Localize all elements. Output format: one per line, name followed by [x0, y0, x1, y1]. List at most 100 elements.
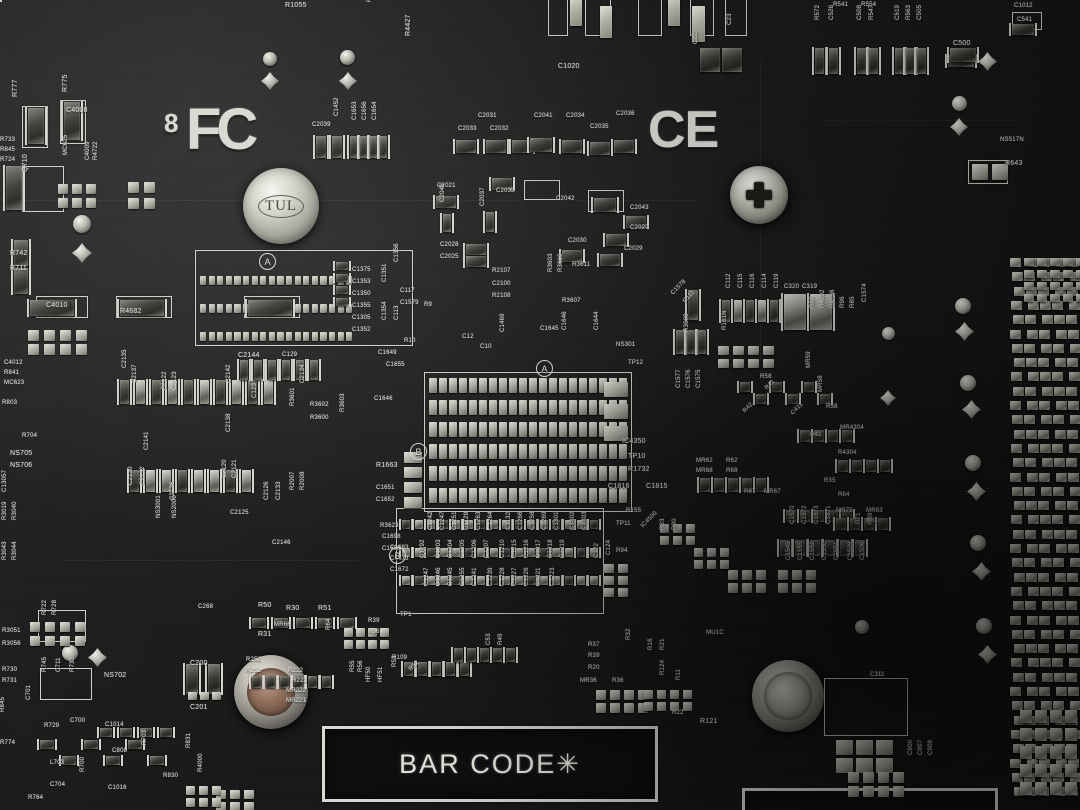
silkscreen-tick — [37, 739, 39, 750]
connector-contact — [1024, 270, 1034, 278]
connector-outline — [548, 0, 568, 36]
chip-component — [866, 460, 876, 472]
connector-pad — [225, 304, 232, 313]
silkscreen-designator: R20 — [588, 665, 600, 671]
through-hole-pad — [618, 588, 628, 597]
connector-contact — [1068, 472, 1079, 482]
silkscreen-designator: C1655 — [386, 362, 405, 368]
chip-component — [252, 618, 266, 628]
through-hole-pad — [848, 786, 859, 797]
connector-contact — [1068, 544, 1079, 553]
silkscreen-tick — [617, 197, 619, 213]
chip-component — [460, 662, 469, 676]
connector-contact — [1068, 401, 1079, 410]
connector-contact — [1041, 486, 1052, 496]
through-hole-pad — [742, 583, 752, 593]
silkscreen-designator: C808 — [112, 748, 128, 754]
silkscreen-designator: C1266 — [518, 511, 524, 530]
through-hole-pad — [792, 570, 802, 580]
silkscreen-designator: C1239 — [488, 567, 494, 586]
silkscreen-designator: NS2000 — [172, 495, 178, 518]
ic-pad — [509, 422, 517, 437]
through-hole-pad — [707, 548, 716, 557]
silkscreen-designator: C1651 — [376, 485, 395, 491]
chip-component — [268, 360, 276, 380]
connector-contact — [1011, 443, 1022, 453]
silkscreen-tick — [597, 253, 599, 267]
connector-contact — [1053, 629, 1064, 639]
through-hole-pad — [144, 198, 155, 209]
silkscreen-designator: R16 — [648, 638, 654, 650]
connector-contact — [1024, 486, 1035, 496]
chip-component — [466, 256, 486, 267]
silkscreen-designator: R3607 — [562, 298, 581, 304]
connector-pad — [311, 304, 318, 313]
chip-component — [917, 48, 926, 74]
chip-component — [758, 300, 766, 322]
connector-contact — [1050, 764, 1062, 777]
connector-pad — [320, 304, 327, 313]
connector-contact — [1053, 558, 1064, 568]
silkscreen-tick — [811, 509, 813, 523]
silkscreen-tick — [586, 575, 589, 586]
connector-contact — [1024, 415, 1035, 425]
ic-pad — [404, 467, 422, 478]
ic-pad — [519, 488, 527, 503]
silkscreen-designator: C23 — [727, 13, 733, 25]
silkscreen-designator: R728 — [52, 599, 58, 615]
silkscreen-designator: R32 — [626, 628, 632, 640]
ic-pad — [509, 466, 517, 481]
connector-contact — [1070, 558, 1080, 568]
through-hole-pad — [720, 548, 729, 557]
ic-pad — [459, 378, 467, 393]
silkscreen-designator: C2025 — [440, 254, 459, 260]
silkscreen-tick — [343, 135, 345, 159]
ic-pad — [589, 378, 597, 393]
through-hole-pad — [186, 798, 195, 807]
connector-contact — [1020, 710, 1032, 723]
component-outline — [824, 678, 908, 736]
chip-component — [350, 136, 357, 158]
ic-pad — [559, 400, 567, 415]
silkscreen-designator: R803 — [2, 400, 18, 406]
silkscreen-tick — [483, 211, 485, 233]
connector-contact — [1035, 782, 1047, 795]
connector-contact — [1054, 601, 1065, 611]
silkscreen-designator: C2029 — [624, 246, 643, 252]
ic-pad — [449, 466, 457, 481]
silkscreen-tick — [399, 519, 401, 530]
chip-component — [210, 470, 219, 492]
silkscreen-designator: C1246 — [436, 567, 442, 586]
silkscreen-designator: C2121 — [232, 459, 238, 478]
silkscreen-designator: C2142 — [226, 364, 232, 383]
silkscreen-designator: C1303 — [582, 511, 588, 530]
connector-contact — [1027, 401, 1038, 410]
through-hole-pad — [45, 636, 55, 646]
connector-pad — [320, 276, 327, 285]
silkscreen-designator: R69 — [868, 512, 874, 524]
silkscreen-designator: R36 — [612, 678, 624, 684]
silkscreen-designator: R64 — [326, 618, 332, 630]
connector-pin — [570, 0, 582, 26]
through-hole-pad — [244, 790, 254, 799]
silkscreen-designator: R58 — [826, 404, 838, 410]
connector-contact — [1037, 270, 1047, 278]
silkscreen-tick — [103, 755, 105, 766]
connector-contact — [1056, 401, 1067, 410]
silkscreen-designator: R722 — [42, 599, 48, 615]
via — [960, 375, 976, 391]
connector-pad — [208, 276, 215, 285]
connector-contact — [1053, 701, 1064, 711]
through-hole-pad — [212, 692, 221, 700]
connector-contact — [1056, 472, 1067, 482]
ic-pad — [559, 422, 567, 437]
silkscreen-designator: C2130 — [128, 466, 134, 485]
silkscreen-designator: R37 — [588, 642, 600, 648]
silkscreen-designator: MR221 — [286, 698, 307, 704]
connector-pad — [217, 276, 224, 285]
connector-contact — [1068, 329, 1079, 339]
silkscreen-tick — [783, 381, 785, 393]
connector-contact — [1041, 701, 1052, 711]
silkscreen-tick — [307, 359, 309, 381]
silkscreen-designator: C1350 — [352, 291, 371, 297]
